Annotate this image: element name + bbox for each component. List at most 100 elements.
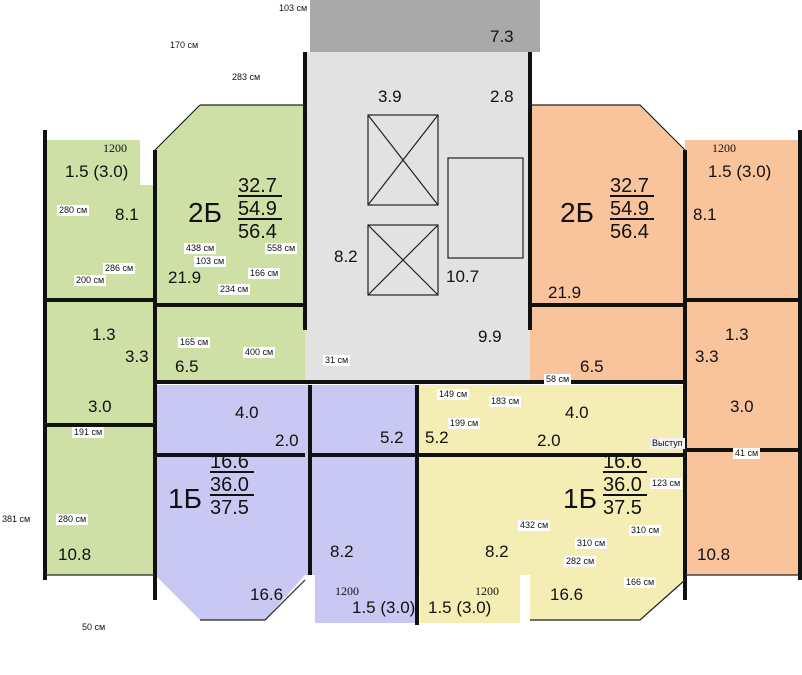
dimension-label: 149 см xyxy=(437,389,470,400)
room-area: 1.3 xyxy=(725,325,749,344)
dimension-label: 310 см xyxy=(575,538,608,549)
room-area: 3.3 xyxy=(125,347,149,366)
balcony-bottom-right xyxy=(420,575,520,623)
kitchen-yellow xyxy=(417,385,530,575)
room-area-labels: 7.3 3.9 2.8 8.2 10.7 9.9 1.5 (3.0) 1.5 (… xyxy=(58,27,771,617)
dimension-label: 280 см xyxy=(57,205,90,216)
dimension-label: 432 см xyxy=(518,520,551,531)
kitchen-left xyxy=(45,185,155,425)
room-area: 6.5 xyxy=(580,357,604,376)
room-area: 4.0 xyxy=(235,403,259,422)
dimension-label: 286 см xyxy=(103,263,136,274)
room-area: 2.0 xyxy=(537,431,561,450)
apartment-total-area: 54.9 xyxy=(610,198,649,220)
room-area: 16.6 xyxy=(250,585,283,604)
dimension-label: 166 см xyxy=(624,577,657,588)
apartment-2b-right-room xyxy=(530,105,685,382)
dimension-label: 183 см xyxy=(489,396,522,407)
room-area: 21.9 xyxy=(548,283,581,302)
apartment-type: 1Б xyxy=(168,483,202,514)
apartment-type: 2Б xyxy=(188,197,222,228)
room-area: 8.2 xyxy=(330,542,354,561)
room-area: 8.2 xyxy=(485,542,509,561)
apartment-living-area: 16.6 xyxy=(210,451,249,473)
apartment-type: 1Б xyxy=(563,483,597,514)
dimension-label: 103 см xyxy=(194,256,227,267)
window-width: 1200 xyxy=(712,141,736,155)
apartment-total-balcony-area: 56.4 xyxy=(238,221,277,243)
apartment-total-balcony-area: 37.5 xyxy=(603,497,642,519)
core-gray xyxy=(305,52,530,382)
apartment-living-area: 32.7 xyxy=(238,175,277,197)
apartment-total-balcony-area: 37.5 xyxy=(210,497,249,519)
dimension-label: 165 см xyxy=(178,337,211,348)
right-column xyxy=(685,140,800,575)
room-bottom-left xyxy=(45,425,153,575)
balcony-bottom-left xyxy=(315,575,415,623)
room-area: 1.5 (3.0) xyxy=(708,162,771,181)
room-area: 8.1 xyxy=(693,205,717,224)
room-area: 9.9 xyxy=(478,327,502,346)
dimension-label: 310 см xyxy=(629,525,662,536)
dimension-label: 166 см xyxy=(248,268,281,279)
dimension-label: 191 см xyxy=(72,427,105,438)
room-area: 5.2 xyxy=(380,428,404,447)
dimension-label: 200 см xyxy=(74,275,107,286)
room-area: 2.8 xyxy=(490,87,514,106)
room-area: 21.9 xyxy=(168,268,201,287)
dimension-label: 381 см xyxy=(0,514,33,525)
apartment-total-area: 54.9 xyxy=(238,198,277,220)
dimension-label: 438 см xyxy=(184,243,217,254)
window-width: 1200 xyxy=(475,584,499,598)
dimension-label: 558 см xyxy=(265,243,298,254)
window-width: 1200 xyxy=(103,141,127,155)
dimension-label: 283 см xyxy=(230,72,263,83)
dimension-label: 31 см xyxy=(323,355,351,366)
apartment-living-area: 16.6 xyxy=(603,451,642,473)
room-area: 5.2 xyxy=(425,428,449,447)
room-area: 3.0 xyxy=(88,397,112,416)
room-area: 8.2 xyxy=(334,247,358,266)
dimension-label: 41 см xyxy=(733,448,761,459)
room-area: 1.5 (3.0) xyxy=(65,162,128,181)
room-area: 10.8 xyxy=(58,545,91,564)
apartment-2b-left-room xyxy=(155,105,305,382)
room-area: 7.3 xyxy=(490,27,514,46)
room-area: 10.7 xyxy=(446,267,479,286)
room-area: 2.0 xyxy=(275,431,299,450)
room-area: 3.0 xyxy=(730,397,754,416)
window-width: 1200 xyxy=(335,584,359,598)
dimension-label: 50 см xyxy=(80,622,108,633)
room-area: 1.5 (3.0) xyxy=(352,598,415,617)
room-area: 1.3 xyxy=(92,325,116,344)
walls xyxy=(43,52,802,625)
dimension-label: 282 см xyxy=(564,556,597,567)
apartment-total-balcony-area: 56.4 xyxy=(610,221,649,243)
room-area: 1.5 (3.0) xyxy=(428,598,491,617)
room-area: 16.6 xyxy=(550,585,583,604)
dimension-label: 103 см xyxy=(277,3,310,14)
dimension-label: 58 см xyxy=(544,374,572,385)
kitchen-purple xyxy=(305,385,417,575)
room-area: 10.8 xyxy=(697,545,730,564)
apartment-total-area: 36.0 xyxy=(603,474,642,496)
dimension-label: 199 см xyxy=(448,418,481,429)
stair-balcony xyxy=(310,0,540,52)
protrusion-label: Выступ xyxy=(650,438,685,449)
room-area: 6.5 xyxy=(175,357,199,376)
balcony-top-left xyxy=(45,140,140,185)
dimension-label: 400 см xyxy=(243,347,276,358)
room-area: 4.0 xyxy=(565,403,589,422)
dimension-label: 170 см xyxy=(168,40,201,51)
apartment-living-area: 32.7 xyxy=(610,175,649,197)
room-area: 3.9 xyxy=(378,87,402,106)
room-area: 8.1 xyxy=(115,205,139,224)
dimension-label: 280 см xyxy=(56,514,89,525)
dimension-label: 234 см xyxy=(218,284,251,295)
apartment-type: 2Б xyxy=(560,197,594,228)
apartment-total-area: 36.0 xyxy=(210,474,249,496)
apartment-1b-left xyxy=(155,385,305,620)
room-area: 3.3 xyxy=(695,347,719,366)
